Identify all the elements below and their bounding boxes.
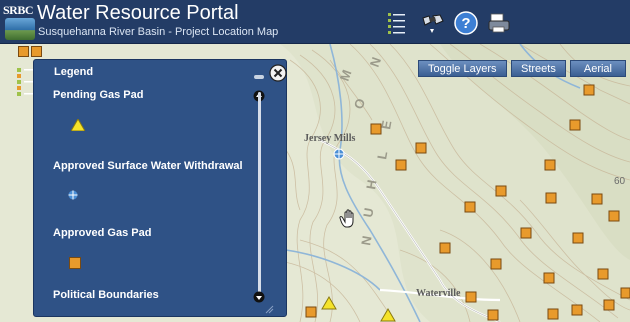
print-icon[interactable] <box>486 10 512 36</box>
resize-handle-icon[interactable] <box>264 304 274 314</box>
gas-pad-marker[interactable] <box>31 46 42 57</box>
srbc-logo: SRBC <box>3 3 36 41</box>
legend-item-label: Pending Gas Pad <box>53 89 144 101</box>
gas-pad-marker[interactable] <box>572 232 584 244</box>
app-header: SRBC Water Resource Portal Susquehanna R… <box>0 0 630 44</box>
legend-item-label: Approved Surface Water Withdrawal <box>53 160 243 172</box>
help-icon[interactable]: ? <box>453 10 479 36</box>
legend-tool-icon[interactable] <box>16 64 44 104</box>
ridge-letter: L <box>374 150 390 160</box>
hand-cursor-icon <box>339 209 354 228</box>
gas-pad-marker[interactable] <box>608 210 620 222</box>
place-label-waterville: Waterville <box>416 288 461 299</box>
map-type-toolbar: Toggle Layers <box>418 60 507 77</box>
gas-pad-marker[interactable] <box>465 291 477 303</box>
ridge-letter: O <box>351 96 369 111</box>
scroll-down-button[interactable] <box>253 291 265 303</box>
ridge-letter: E <box>378 119 394 130</box>
layers-list-icon[interactable] <box>386 10 412 36</box>
gas-pad-marker[interactable] <box>597 268 609 280</box>
orange-square-icon <box>69 257 81 269</box>
legend-item-label: Approved Gas Pad <box>53 227 152 239</box>
streets-button[interactable]: Streets <box>511 60 566 77</box>
gas-pad-marker[interactable] <box>571 304 583 316</box>
gas-pad-marker[interactable] <box>395 159 407 171</box>
gas-pad-marker[interactable] <box>439 242 451 254</box>
ridge-letter: M <box>337 68 355 83</box>
aerial-button[interactable]: Aerial <box>569 60 626 77</box>
page-title: Water Resource Portal <box>37 2 239 24</box>
legend-title: Legend <box>54 66 94 78</box>
place-label-jersey-mills: Jersey Mills <box>304 133 355 144</box>
legend-panel: Legend Pending Gas Pad Approved Surface … <box>33 59 287 317</box>
pending-gas-pad-marker[interactable] <box>321 296 337 310</box>
gas-pad-marker[interactable] <box>18 46 29 57</box>
binoculars-icon[interactable] <box>420 10 446 36</box>
close-icon[interactable] <box>269 64 287 82</box>
surface-water-marker[interactable] <box>333 148 345 160</box>
ridge-letter: N <box>358 235 374 247</box>
gas-pad-marker[interactable] <box>305 306 317 318</box>
gas-pad-marker[interactable] <box>545 192 557 204</box>
map-edge-number: 60 <box>614 176 626 187</box>
gas-pad-marker[interactable] <box>415 142 427 154</box>
toggle-layers-button[interactable]: Toggle Layers <box>418 60 507 77</box>
gas-pad-marker[interactable] <box>464 201 476 213</box>
gas-pad-marker[interactable] <box>603 299 615 311</box>
gas-pad-marker[interactable] <box>370 123 382 135</box>
gas-pad-marker[interactable] <box>495 185 507 197</box>
legend-item-label: Political Boundaries <box>53 289 159 301</box>
legend-minimize-button[interactable] <box>254 75 264 79</box>
page-subtitle: Susquehanna River Basin - Project Locati… <box>38 26 279 38</box>
gas-pad-marker[interactable] <box>547 308 559 320</box>
ridge-letter: H <box>363 179 379 191</box>
gas-pad-marker[interactable] <box>520 227 532 239</box>
yellow-triangle-icon <box>71 119 85 131</box>
gas-pad-marker[interactable] <box>487 309 499 321</box>
logo-text: SRBC <box>3 3 34 17</box>
gas-pad-marker[interactable] <box>490 258 502 270</box>
logo-graphic <box>5 18 35 40</box>
gas-pad-marker[interactable] <box>544 159 556 171</box>
legend-scrollbar[interactable] <box>258 92 261 296</box>
gas-pad-marker[interactable] <box>543 272 555 284</box>
gas-pad-marker[interactable] <box>583 84 595 96</box>
gas-pad-marker[interactable] <box>620 287 630 299</box>
gas-pad-marker[interactable] <box>569 119 581 131</box>
blue-crosshair-circle-icon <box>68 190 78 200</box>
gas-pad-marker[interactable] <box>591 193 603 205</box>
basemap-toolbar: Streets Aerial <box>511 60 626 77</box>
svg-text:?: ? <box>461 15 470 32</box>
pending-gas-pad-marker[interactable] <box>380 308 396 322</box>
ridge-letter: U <box>360 207 376 219</box>
